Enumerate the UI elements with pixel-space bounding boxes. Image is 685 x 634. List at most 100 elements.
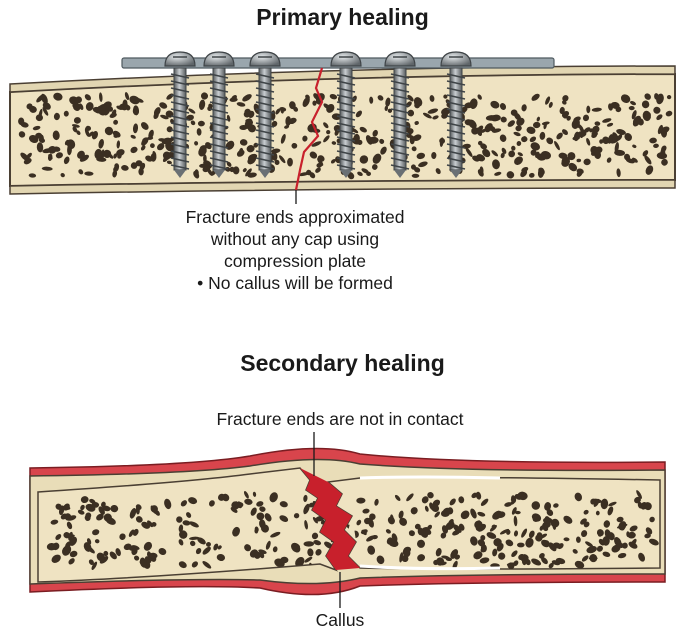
pore xyxy=(94,148,103,160)
pore xyxy=(579,128,586,133)
pore xyxy=(368,136,379,144)
pore xyxy=(535,151,540,158)
pore xyxy=(544,502,552,511)
pore xyxy=(317,155,325,162)
pore xyxy=(498,552,506,560)
pore xyxy=(596,529,604,537)
pore xyxy=(359,155,369,164)
pore xyxy=(62,545,72,556)
pore xyxy=(600,498,609,510)
pore xyxy=(591,133,597,138)
pore xyxy=(63,110,69,117)
pore xyxy=(23,158,32,165)
screw xyxy=(249,51,281,178)
pore xyxy=(627,531,636,539)
pore xyxy=(614,537,622,547)
screw xyxy=(330,51,362,178)
pore xyxy=(648,538,659,546)
pore xyxy=(330,159,336,164)
pore xyxy=(384,105,389,111)
pore xyxy=(117,153,122,159)
pore xyxy=(616,129,626,135)
pore xyxy=(133,97,144,103)
pore xyxy=(149,552,158,559)
pore xyxy=(72,126,78,133)
pore xyxy=(421,496,429,504)
pore xyxy=(111,109,117,117)
pore xyxy=(18,117,25,126)
pore xyxy=(147,520,154,528)
pore xyxy=(196,128,202,136)
pore xyxy=(607,134,614,144)
pore xyxy=(513,530,519,537)
pore xyxy=(656,114,663,121)
pore xyxy=(140,145,146,151)
pore xyxy=(307,548,314,557)
pore xyxy=(464,119,473,126)
pore xyxy=(506,171,515,179)
pore xyxy=(608,103,613,111)
pore xyxy=(504,502,512,507)
pore xyxy=(470,508,477,519)
pore xyxy=(91,502,100,508)
pore xyxy=(326,103,335,113)
pore xyxy=(72,103,82,109)
pore xyxy=(35,114,43,122)
pore xyxy=(135,506,140,515)
pore xyxy=(97,105,107,116)
pore xyxy=(528,530,535,539)
pore xyxy=(629,525,638,532)
pore xyxy=(64,513,72,521)
pore xyxy=(541,540,550,546)
pore xyxy=(554,140,560,151)
pore xyxy=(141,137,149,146)
pore xyxy=(576,168,584,175)
pore xyxy=(527,538,533,544)
pore xyxy=(250,507,257,516)
pore xyxy=(595,510,600,516)
pore xyxy=(366,535,375,542)
pore xyxy=(115,548,121,557)
pore xyxy=(357,171,363,176)
pore xyxy=(477,539,486,547)
pore xyxy=(80,496,89,504)
pore xyxy=(116,105,123,110)
pore xyxy=(189,521,199,528)
secondary-healing-title: Secondary healing xyxy=(240,350,445,376)
pore xyxy=(656,93,664,105)
pore xyxy=(575,536,581,543)
pore xyxy=(653,106,661,114)
pore xyxy=(309,172,316,179)
pore xyxy=(367,545,376,555)
screw xyxy=(203,51,235,178)
pore xyxy=(443,94,448,99)
pore xyxy=(505,539,514,547)
pore xyxy=(407,94,414,102)
pore xyxy=(38,137,46,143)
caption-line: Fracture ends approximated xyxy=(185,207,405,227)
pore xyxy=(531,93,540,101)
pore xyxy=(151,521,157,527)
pore xyxy=(574,560,585,569)
pore xyxy=(156,143,165,151)
pore xyxy=(645,527,653,535)
pore xyxy=(323,135,330,143)
pore xyxy=(193,170,200,179)
pore xyxy=(486,532,497,539)
pore xyxy=(583,521,590,528)
pore xyxy=(188,497,198,505)
pore xyxy=(161,137,172,145)
pore xyxy=(116,140,121,149)
pore xyxy=(545,96,551,105)
pore xyxy=(521,136,528,143)
pore xyxy=(40,93,48,104)
pore xyxy=(208,500,215,507)
pore xyxy=(636,490,643,499)
pore xyxy=(264,513,272,522)
pore xyxy=(529,172,535,178)
primary-healing-title: Primary healing xyxy=(256,4,429,30)
pore xyxy=(422,112,432,119)
pore xyxy=(191,561,198,568)
pore xyxy=(315,167,321,173)
pore xyxy=(198,146,207,157)
